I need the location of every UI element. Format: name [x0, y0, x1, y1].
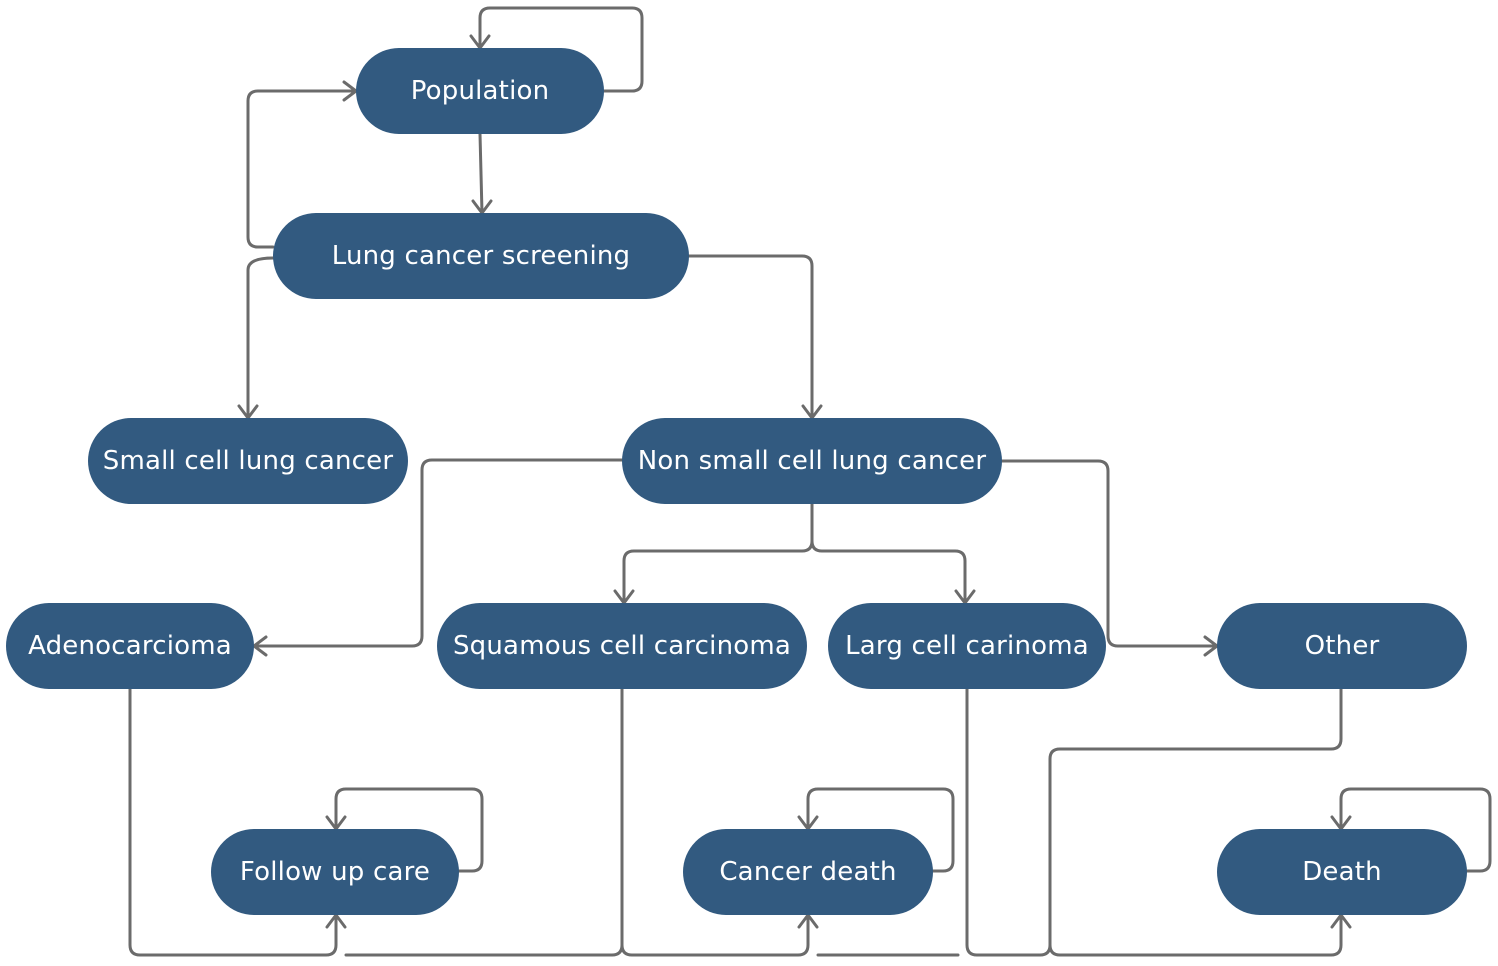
node-squamous-cell-carcinoma: Squamous cell carcinoma	[437, 603, 807, 689]
edge-squamous-to-cancer-death	[620, 913, 810, 957]
arrowhead-nsclc-to-adenocarcioma	[252, 635, 268, 657]
node-death: Death	[1217, 829, 1467, 915]
arrowhead-to-cancer-death	[797, 913, 819, 929]
arrowhead-adenocarcioma-to-follow-up	[325, 913, 347, 929]
edge-nsclc-to-adenocarcioma	[252, 458, 624, 648]
edge-nsclc-to-other	[1000, 459, 1219, 648]
node-larg-cell-carinoma: Larg cell carinoma	[828, 603, 1106, 689]
edge-screening-to-small-cell	[246, 256, 275, 420]
arrowhead-to-death	[1330, 913, 1352, 929]
node-small-cell-lung-cancer: Small cell lung cancer	[88, 418, 408, 504]
node-cancer-death: Cancer death	[683, 829, 933, 915]
node-follow-up-care: Follow up care	[211, 829, 459, 915]
edge-population-to-screening	[478, 132, 484, 215]
edge-cancer-death-self-loop	[806, 787, 955, 873]
edge-follow-up-self-loop	[334, 787, 484, 873]
edge-squamous-down	[610, 687, 624, 957]
edge-death-self-loop	[1339, 787, 1492, 873]
edge-bus-join-death	[1038, 943, 1052, 957]
edge-population-self-loop	[478, 6, 644, 93]
edge-adenocarcioma-to-follow-up	[128, 687, 338, 957]
edge-nsclc-to-squamous	[622, 502, 814, 605]
node-other: Other	[1217, 603, 1467, 689]
edge-other-to-death	[1048, 687, 1343, 957]
edge-larg-cell-down	[965, 687, 1042, 957]
node-non-small-cell-lung-cancer: Non small cell lung cancer	[622, 418, 1002, 504]
edge-screening-to-non-small-cell	[687, 254, 814, 420]
node-lung-cancer-screening: Lung cancer screening	[273, 213, 689, 299]
edge-screening-to-population	[246, 89, 358, 249]
edge-nsclc-to-larg-cell	[810, 539, 967, 605]
node-adenocarcioma: Adenocarcioma	[6, 603, 254, 689]
node-population: Population	[356, 48, 604, 134]
